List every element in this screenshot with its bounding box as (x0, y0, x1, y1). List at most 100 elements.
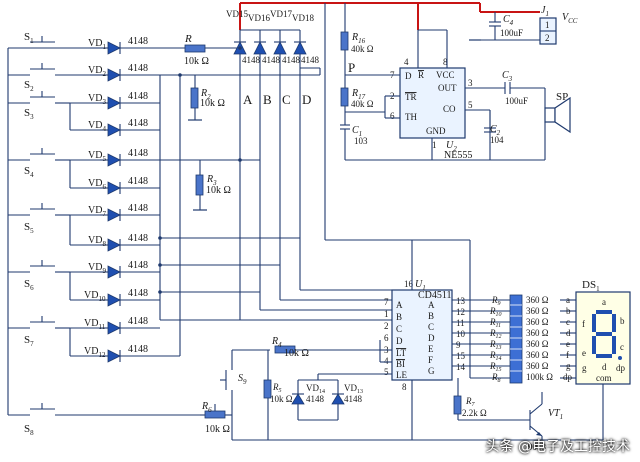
svg-text:e: e (582, 348, 586, 358)
svg-text:3: 3 (468, 78, 473, 88)
s5-label: S (24, 221, 30, 233)
reset-latch-circuit: R4 10k Ω S9 R6 10k Ω R5 10k Ω VD14 4148 … (200, 336, 530, 440)
switch-s2: S2 (8, 63, 90, 93)
svg-text:E: E (428, 344, 434, 354)
svg-text:5: 5 (468, 100, 473, 110)
diode-column: VD1 4148 VD2 4148 VD3 4148 VD4 4148 VD5 … (84, 36, 260, 363)
svg-text:S7: S7 (24, 334, 34, 348)
svg-text:S3: S3 (24, 107, 34, 121)
svg-text:U2: U2 (446, 140, 457, 153)
svg-text:8: 8 (443, 57, 448, 67)
segment-outputs (412, 239, 510, 379)
switch-s7: S7 (8, 316, 70, 348)
svg-text:VD8: VD8 (88, 235, 106, 248)
s1-sub: 1 (30, 37, 34, 45)
svg-text:11: 11 (456, 318, 465, 328)
svg-text:6: 6 (390, 111, 395, 121)
svg-text:dp: dp (563, 372, 573, 382)
svg-text:VCC: VCC (562, 12, 578, 25)
vd5-part: 4148 (128, 148, 148, 159)
svg-text:GND: GND (426, 126, 446, 136)
diode-vd8: VD8 4148 (88, 233, 160, 252)
svg-text:40k Ω: 40k Ω (351, 99, 374, 109)
svg-text:10k Ω: 10k Ω (206, 185, 231, 196)
svg-text:R13: R13 (489, 339, 502, 351)
svg-text:9013: 9013 (528, 442, 547, 452)
svg-text:4148: 4148 (282, 55, 301, 65)
speaker-label: SP (556, 91, 568, 103)
diode-vd12: VD12 4148 (84, 344, 180, 363)
svg-text:S2: S2 (24, 79, 34, 93)
s1-label: S (24, 31, 30, 43)
diode-collectors (158, 73, 320, 356)
capacitor-c4: C4 100uF (469, 12, 540, 41)
svg-text:10k Ω: 10k Ω (205, 424, 230, 435)
svg-text:R15: R15 (489, 361, 502, 373)
svg-text:13: 13 (456, 296, 466, 306)
svg-text:f: f (582, 319, 585, 329)
svg-text:10k Ω: 10k Ω (284, 348, 309, 359)
svg-text:12: 12 (456, 307, 465, 317)
s4-label: S (24, 165, 30, 177)
vd4-part: 4148 (128, 118, 148, 129)
bus-label-c: C (282, 92, 291, 107)
s2-label: S (24, 79, 30, 91)
vd7-part: 4148 (128, 203, 148, 214)
svg-text:R17: R17 (351, 88, 366, 101)
svg-text:dp: dp (616, 363, 626, 373)
svg-text:10k Ω: 10k Ω (270, 394, 293, 404)
svg-text:360 Ω: 360 Ω (526, 339, 549, 349)
vd15-label: VD15 (226, 9, 248, 19)
svg-text:C3: C3 (502, 70, 513, 83)
svg-text:VD4: VD4 (88, 120, 106, 133)
svg-text:R7: R7 (465, 396, 476, 408)
svg-text:360 Ω: 360 Ω (526, 295, 549, 305)
svg-text:104: 104 (490, 135, 504, 145)
svg-text:R: R (184, 33, 192, 45)
svg-text:360 Ω: 360 Ω (526, 306, 549, 316)
vd8-part: 4148 (128, 233, 148, 244)
svg-text:VD6: VD6 (88, 178, 106, 191)
diode-vd2: VD2 4148 (88, 63, 160, 82)
svg-text:100uF: 100uF (500, 28, 523, 38)
svg-text:4: 4 (384, 356, 389, 366)
diode-vd3: VD3 4148 (88, 91, 160, 110)
svg-text:R16: R16 (351, 32, 366, 45)
svg-text:VD12: VD12 (84, 346, 106, 359)
timing-network: R16 40k Ω R17 40k Ω C1 103 (340, 3, 491, 161)
s2-sub: 2 (30, 85, 34, 93)
svg-text:D: D (428, 333, 435, 343)
diode-vd4: VD4 4148 (88, 118, 160, 137)
diode-vd5: VD5 4148 (88, 148, 260, 167)
capacitor-c3: C3 100uF (465, 70, 546, 108)
svg-text:360 Ω: 360 Ω (526, 361, 549, 371)
speaker-sp: SP (490, 91, 571, 161)
resistor-r3: R3 10k Ω (193, 160, 231, 211)
svg-text:b: b (620, 316, 625, 326)
svg-text:S6: S6 (24, 278, 34, 292)
s8-sub: 8 (30, 429, 34, 437)
svg-text:d: d (602, 362, 607, 372)
vd16-label: VD16 (248, 13, 270, 23)
svg-text:8: 8 (402, 382, 407, 392)
capacitor-c2: C2 104 (465, 109, 504, 145)
svg-text:C4: C4 (503, 14, 514, 27)
svg-text:c: c (620, 342, 624, 352)
svg-text:100uF: 100uF (505, 96, 528, 106)
switch-s8: S8 (8, 403, 200, 437)
transistor-vt1: VT1 9013 (528, 392, 563, 452)
s4-sub: 4 (30, 171, 34, 179)
svg-text:R11: R11 (489, 317, 501, 329)
svg-text:S1: S1 (24, 31, 34, 45)
svg-text:7: 7 (384, 297, 389, 307)
svg-text:1: 1 (432, 140, 437, 150)
vd17-label: VD17 (270, 9, 292, 19)
svg-text:15: 15 (456, 351, 466, 361)
vcc-rail (239, 2, 540, 30)
diode-vd9: VD9 4148 (88, 260, 160, 279)
svg-text:2.2k Ω: 2.2k Ω (462, 408, 487, 418)
svg-text:10k Ω: 10k Ω (200, 98, 225, 109)
s6-label: S (24, 278, 30, 290)
svg-text:VD7: VD7 (88, 205, 106, 218)
